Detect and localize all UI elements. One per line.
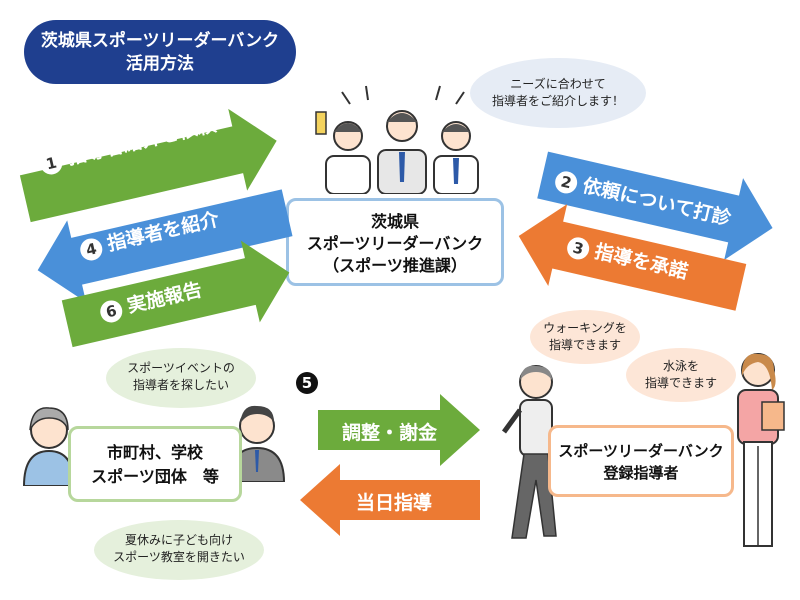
title-line2: 活用方法 [126,54,194,74]
title-badge: 茨城県スポーツリーダーバンク 活用方法 [24,20,296,84]
leader-bubble-1-line2: 指導できます [548,338,621,352]
step6-number: 6 [97,297,125,325]
muni-bubble-bottom-line1: 夏休みに子ども向け [124,533,233,547]
center-thought-bubble: ニーズに合わせて 指導者をご紹介します！ [470,58,646,128]
arrow-same-day-label: 当日指導 [356,492,433,514]
leader-bubble-1-line1: ウォーキングを [543,321,627,335]
leader-thought-bubble-1: ウォーキングを 指導できます [530,310,640,364]
muni-bubble-bottom-line2: スポーツ教室を開きたい [113,550,245,564]
title-line1: 茨城県スポーツリーダーバンク [40,31,280,51]
registered-leader-box: スポーツリーダーバンク 登録指導者 [548,425,734,497]
step3-text: 指導を承諾 [592,240,690,284]
muni-bubble-top-line2: 指導者を探したい [132,378,229,392]
step4-number: 4 [77,235,105,263]
center-box-line2: スポーツリーダーバンク [306,234,484,253]
muni-bubble-top-line1: スポーツイベントの [127,361,235,375]
muni-thought-bubble-bottom: 夏休みに子ども向け スポーツ教室を開きたい [94,520,264,580]
reg-box-line2: 登録指導者 [603,464,679,482]
muni-box-line1: 市町村、学校 [106,443,203,462]
center-box-line3: （スポーツ推進課） [323,256,467,275]
man-thinking-icon [228,405,286,482]
reg-box-line1: スポーツリーダーバンク [558,442,724,460]
arrow-step5-label: 調整・謝金 [342,422,438,444]
step2-text: 依頼について打診 [580,174,733,231]
step3-number: 3 [565,234,592,262]
muni-thought-bubble-top: スポーツイベントの 指導者を探したい [106,348,256,408]
leader-thought-bubble-2: 水泳を 指導できます [626,348,736,402]
center-bubble-line1: ニーズに合わせて [510,77,606,91]
walking-man-icon [501,365,557,539]
step5-number: 5 [296,372,318,394]
muni-box-line2: スポーツ団体 等 [91,467,219,486]
center-bubble-line2: 指導者をご紹介します！ [491,94,624,108]
woman-instructor-icon [737,353,785,547]
center-box-line1: 茨城県 [370,212,419,231]
step1-text: 指導者紹介を依頼 [65,113,219,170]
municipality-box: 市町村、学校 スポーツ団体 等 [68,426,242,502]
leader-bubble-2-line1: 水泳を [662,359,699,373]
woman-thinking-icon [22,407,76,486]
leader-bubble-2-line2: 指導できます [644,376,717,390]
staff-group-icon [315,85,479,194]
step2-number: 2 [553,168,580,196]
step1-number: 1 [37,149,65,177]
center-organization-box: 茨城県 スポーツリーダーバンク （スポーツ推進課） [286,198,504,286]
step6-text: 実施報告 [125,278,205,318]
step4-text: 指導者を紹介 [105,208,222,256]
